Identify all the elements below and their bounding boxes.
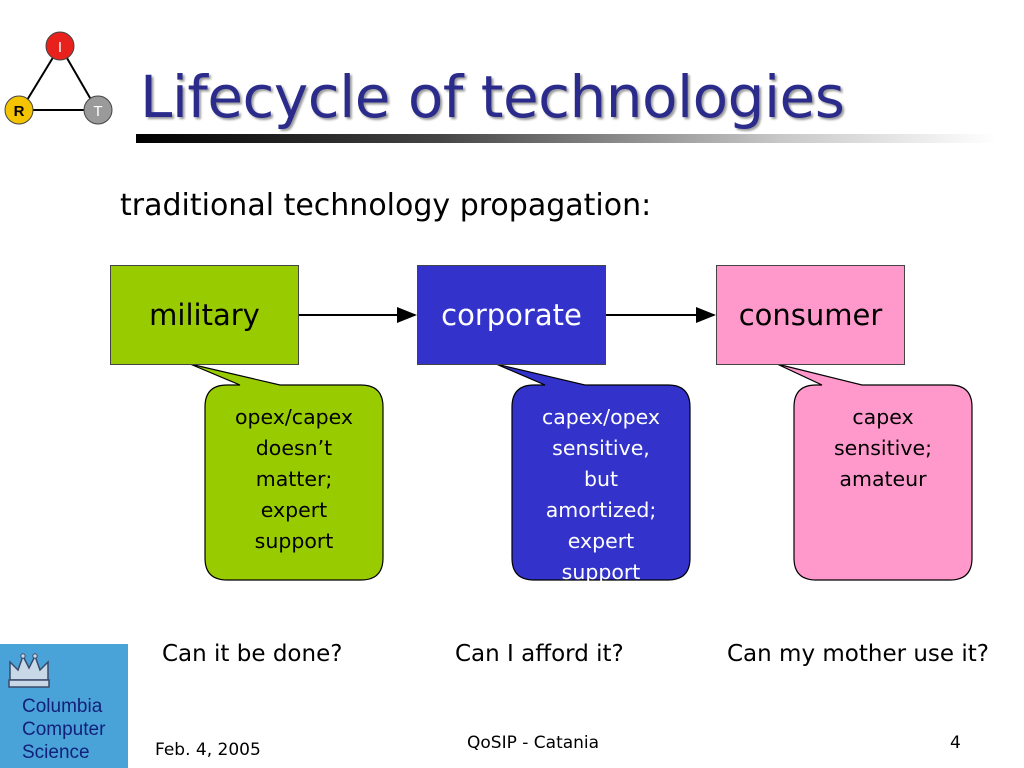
logo-circle-i — [45, 31, 75, 61]
callout-line: amateur — [839, 467, 927, 491]
institution-name-line: Computer — [22, 719, 106, 740]
question-corporate: Can I afford it? — [455, 641, 624, 667]
crown-icon — [8, 653, 50, 688]
callout-line: expert — [567, 529, 635, 553]
callout-line: capex/opex — [541, 405, 661, 429]
callout-line: sensitive; — [833, 436, 933, 460]
stage-box-military: military — [110, 265, 299, 365]
callout-line: expert — [260, 498, 328, 522]
callout-line: matter; — [255, 467, 333, 491]
slide-title: Lifecycle of technologies — [140, 63, 845, 131]
logo-circle-t — [83, 95, 113, 125]
page-number: 4 — [950, 733, 961, 753]
logo-letter-r: R — [14, 103, 25, 120]
callout-line: capex — [852, 405, 914, 429]
callout-line: sensitive, — [552, 436, 650, 460]
stage-box-corporate: corporate — [417, 265, 606, 365]
irt-triangle-logo: I R T — [4, 31, 113, 125]
callout-text-corporate: capex/opex sensitive, but amortized; exp… — [512, 385, 690, 588]
title-underline — [136, 134, 996, 143]
callout-line: amortized; — [545, 498, 657, 522]
logo-circle-r — [4, 95, 34, 125]
footer-date: Feb. 4, 2005 — [155, 740, 261, 760]
callout-line: opex/capex — [234, 405, 354, 429]
logo-letter-i: I — [58, 39, 62, 56]
footer-event: QoSIP - Catania — [467, 733, 600, 753]
callout-bubble-military — [189, 363, 384, 581]
callout-bubble-consumer — [776, 363, 973, 581]
callout-line: but — [583, 467, 619, 491]
callout-text-military: opex/capex doesn’t matter; expert suppor… — [205, 385, 383, 557]
callout-line: support — [254, 529, 334, 553]
stage-box-consumer: consumer — [716, 265, 905, 365]
callout-bubble-corporate — [495, 363, 691, 581]
institution-name-line: Science — [22, 742, 90, 763]
callout-text-consumer: capex sensitive; amateur — [794, 385, 972, 495]
institution-name-line: Columbia — [22, 696, 103, 717]
logo-letter-t: T — [93, 103, 102, 120]
callout-line: doesn’t — [255, 436, 333, 460]
question-consumer: Can my mother use it? — [727, 641, 989, 667]
question-military: Can it be done? — [162, 641, 343, 667]
slide-subtitle: traditional technology propagation: — [120, 188, 652, 223]
callout-line: support — [561, 560, 641, 584]
